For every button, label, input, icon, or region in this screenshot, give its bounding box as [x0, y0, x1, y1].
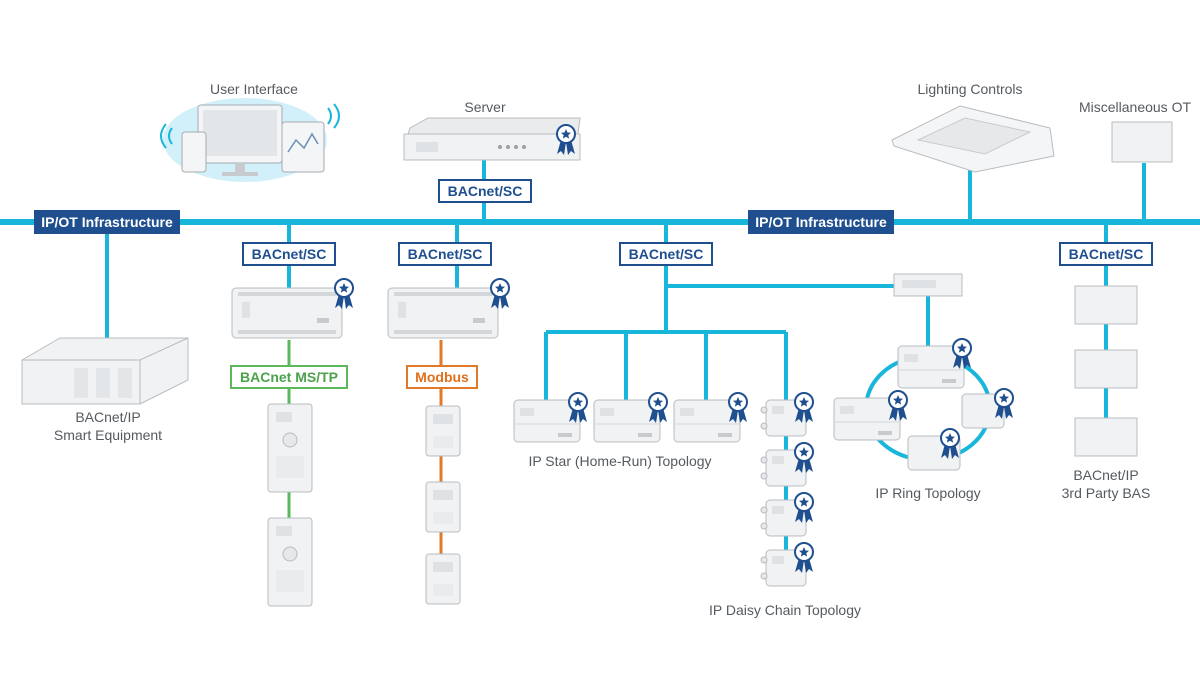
misc-ot-box [1111, 121, 1173, 163]
ip-star-topology-label: IP Star (Home-Run) Topology [528, 453, 712, 469]
server-icon [403, 117, 581, 161]
ip-ring-topology-label: IP Ring Topology [875, 485, 981, 501]
ip-daisy-chain-topology-label: IP Daisy Chain Topology [708, 602, 862, 618]
bacnet-sc-tag-3rd-party: BACnet/SC [1059, 242, 1153, 266]
vfd-2-icon [267, 517, 313, 607]
bas-box-2 [1074, 349, 1138, 389]
controller-1-icon [231, 278, 354, 339]
bacnet-ms-tp-tag: BACnet MS/TP [230, 365, 348, 389]
user-interface-icon [160, 98, 340, 182]
bacnet-sc-tag-server: BACnet/SC [438, 179, 532, 203]
ring-controller-right [961, 388, 1014, 429]
lighting-fixture-icon [891, 105, 1055, 173]
bacnet-sc-tag-controller-2: BACnet/SC [398, 242, 492, 266]
bacnet-sc-tag-topologies: BACnet/SC [619, 242, 713, 266]
bacnet-sc-tag-controller-1: BACnet/SC [242, 242, 336, 266]
lighting-controls-label: Lighting Controls [917, 81, 1023, 97]
star-controller-1 [513, 392, 588, 443]
modbus-tag: Modbus [406, 365, 478, 389]
user-interface-label: User Interface [210, 81, 298, 97]
misc-ot-label: Miscellaneous OT [1078, 99, 1192, 115]
meter-1-icon [425, 405, 461, 457]
controller-2-icon [387, 278, 510, 339]
bas-box-1 [1074, 285, 1138, 325]
ip-ot-infrastructure-tag-right: IP/OT Infrastructure [748, 210, 894, 234]
ip-ot-infrastructure-tag-left: IP/OT Infrastructure [34, 210, 180, 234]
bacnet-ip-3rd-party-bas-label: BACnet/IP 3rd Party BAS [1061, 467, 1151, 501]
star-controller-2 [593, 392, 668, 443]
smart-equipment-icon [21, 337, 189, 405]
ring-controller-bottom [907, 428, 961, 471]
ring-controller-left [833, 390, 908, 441]
meter-2-icon [425, 481, 461, 533]
vfd-1-icon [267, 403, 313, 493]
server-label: Server [464, 99, 506, 115]
network-switch-icon [893, 273, 963, 297]
star-controller-3 [673, 392, 748, 443]
bas-box-3 [1074, 417, 1138, 457]
bacnet-ip-smart-equipment-label: BACnet/IP Smart Equipment [53, 409, 163, 443]
ring-controller-top [897, 338, 972, 389]
meter-3-icon [425, 553, 461, 605]
